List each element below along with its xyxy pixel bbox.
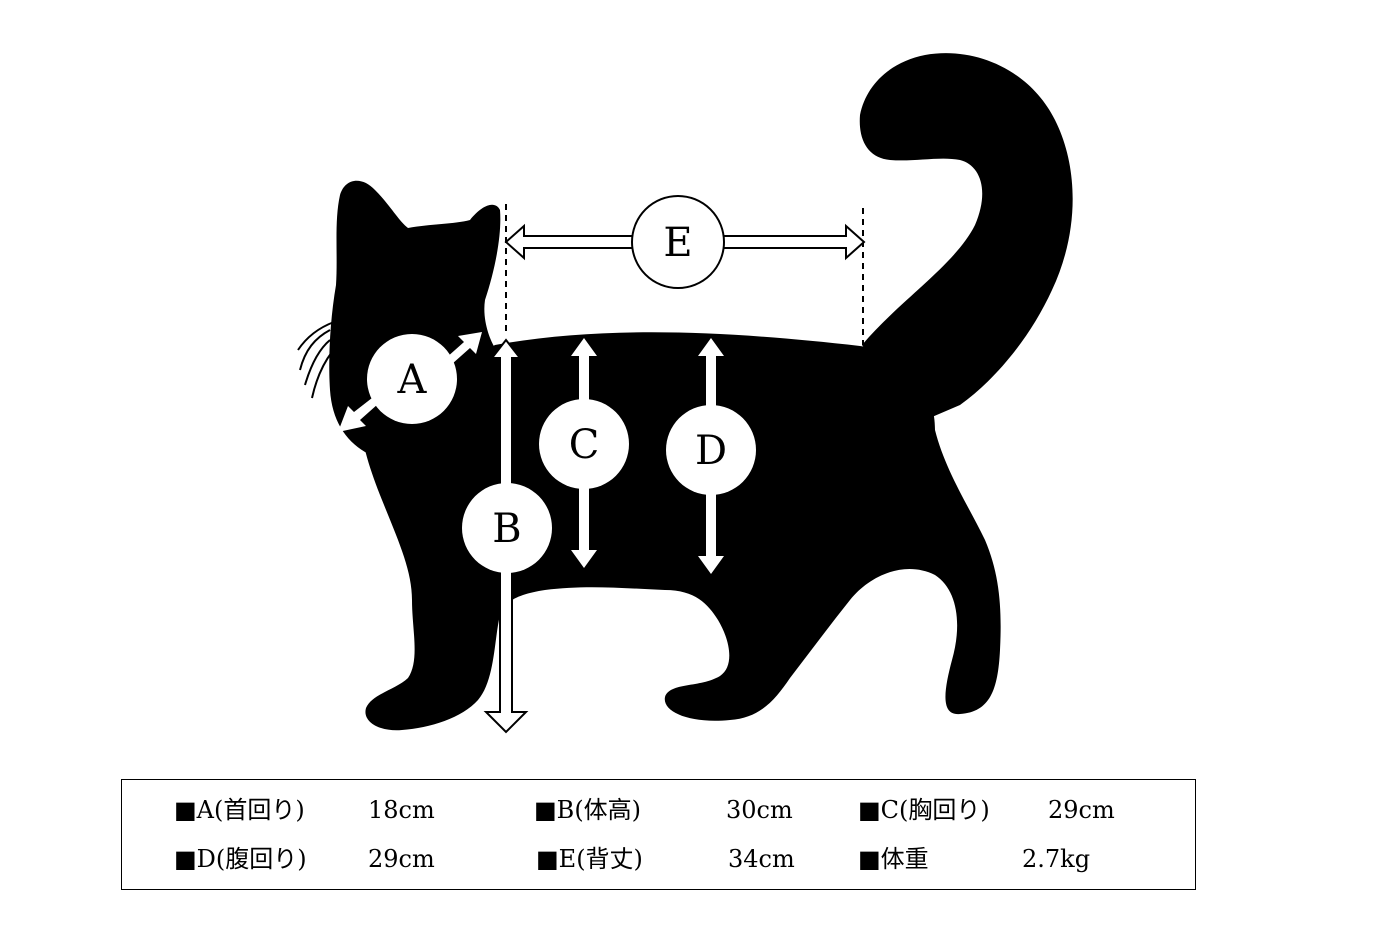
legend-label-a: ■A(首回り) <box>174 796 305 824</box>
label-a: A <box>397 357 428 403</box>
label-circle-b: B <box>462 483 552 573</box>
legend-value-weight: 2.7kg <box>1022 845 1091 873</box>
legend-label-weight: ■体重 <box>858 845 929 873</box>
legend-label-c: ■C(胸回り) <box>858 796 990 824</box>
legend-value-c: 29cm <box>1048 796 1115 824</box>
e-dashed-guides <box>505 204 864 345</box>
label-circle-a: A <box>367 334 457 424</box>
legend-value-e: 34cm <box>728 845 795 873</box>
measurement-legend: ■A(首回り) 18cm ■B(体高) 30cm ■C(胸回り) 29cm ■D… <box>121 779 1196 890</box>
label-e: E <box>663 220 692 266</box>
cat-measurement-diagram: E A C D B <box>297 53 1073 734</box>
label-c: C <box>569 422 600 468</box>
label-d: D <box>695 428 727 474</box>
legend-label-b: ■B(体高) <box>534 796 642 824</box>
label-circle-d: D <box>666 405 756 495</box>
legend-label-d: ■D(腹回り) <box>174 845 307 873</box>
legend-value-a: 18cm <box>368 796 435 824</box>
legend-label-e: ■E(背丈) <box>536 845 643 873</box>
label-b: B <box>492 506 521 552</box>
cat-silhouette-icon <box>297 53 1073 731</box>
legend-value-d: 29cm <box>368 845 435 873</box>
label-circle-e: E <box>631 195 725 289</box>
legend-value-b: 30cm <box>726 796 793 824</box>
label-circle-c: C <box>539 399 629 489</box>
a-neck-arrows <box>338 332 482 432</box>
